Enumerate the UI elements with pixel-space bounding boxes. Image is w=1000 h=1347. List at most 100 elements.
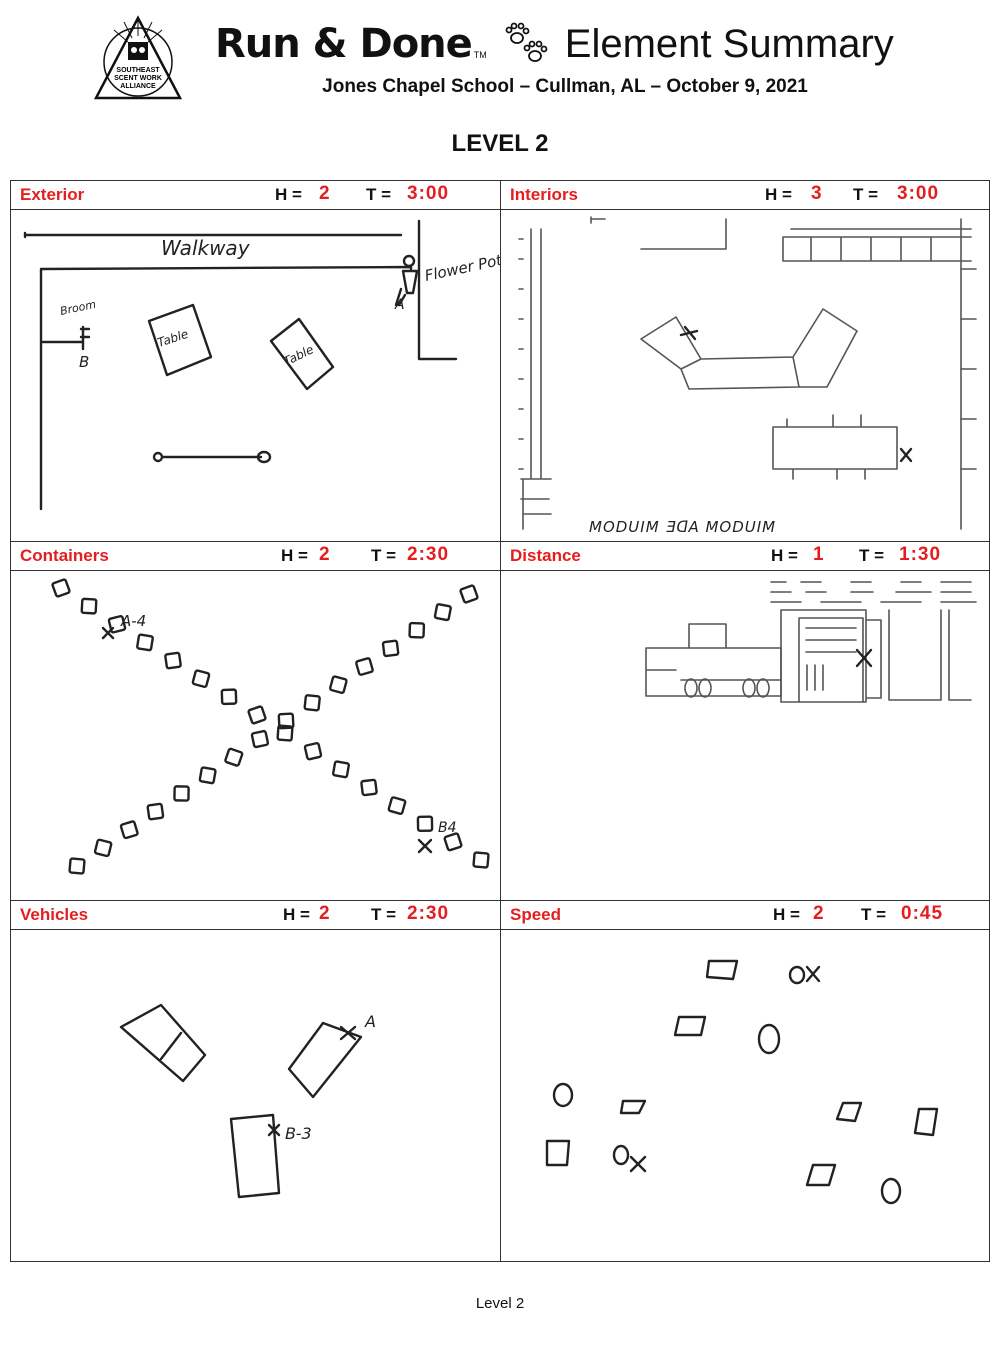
- time-label: T =: [861, 905, 887, 924]
- container-box: [136, 633, 154, 652]
- container-box: [443, 832, 463, 852]
- flower-pot-label: Flower Pot: [423, 251, 500, 285]
- speed-sketch: [501, 929, 990, 1263]
- interiors-sketch: MODUIM ƎᗡA MODUIM: [501, 209, 990, 541]
- grid-divider-vertical: [500, 181, 501, 1261]
- element-grid: Exterior H = 2 T = 3:00 Walkway Flower P…: [10, 180, 990, 1262]
- hides-value: 2: [319, 183, 330, 204]
- time-value: 3:00: [407, 183, 450, 204]
- container-box: [459, 584, 479, 604]
- element-header: Exterior H = 2 T = 3:00: [11, 181, 500, 210]
- time-value: 3:00: [897, 183, 940, 204]
- element-vehicles: Vehicles H = 2 T = 2:30 A B-3: [11, 901, 500, 1263]
- container-box: [107, 615, 127, 634]
- container-box: [433, 603, 452, 622]
- hide-b3-label: B-3: [285, 1124, 312, 1143]
- logo-line-2: SCENT WORK: [114, 75, 162, 82]
- container-box: [220, 688, 238, 706]
- containers-sketch: A-4 B4: [11, 570, 500, 900]
- container-box: [277, 712, 295, 730]
- hides-label: H =: [283, 905, 310, 924]
- summary-title: Element Summary: [564, 21, 894, 66]
- container-box: [247, 705, 267, 725]
- element-header: Interiors H = 3 T = 3:00: [501, 181, 990, 210]
- container-box: [68, 857, 86, 875]
- container-box: [224, 747, 244, 767]
- container-box: [332, 760, 350, 779]
- element-header: Containers H = 2 T = 2:30: [11, 542, 500, 571]
- element-header: Vehicles H = 2 T = 2:30: [11, 901, 500, 930]
- container-box: [198, 766, 217, 785]
- hides-value: 2: [319, 544, 330, 565]
- window-label: MODUIM ƎᗡA MODUIM: [589, 518, 776, 536]
- page-footer: Level 2: [475, 1295, 525, 1312]
- container-box: [250, 729, 270, 749]
- hides-label: H =: [281, 546, 308, 565]
- hide-a-label: A: [394, 297, 405, 313]
- element-name: Vehicles: [20, 905, 89, 924]
- element-exterior: Exterior H = 2 T = 3:00 Walkway Flower P…: [11, 181, 500, 541]
- container-box: [472, 851, 490, 869]
- hides-value: 2: [813, 903, 824, 924]
- container-box: [191, 669, 211, 688]
- brand-title: Run & Done: [215, 21, 473, 67]
- element-distance: Distance H = 1 T = 1:30: [501, 542, 990, 900]
- hide-b-label: B: [79, 353, 89, 371]
- table-1-label: Table: [156, 327, 191, 350]
- container-box: [93, 838, 113, 858]
- element-interiors: Interiors H = 3 T = 3:00 MODUIM ƎᗡA MODU…: [501, 181, 990, 541]
- container-box: [303, 694, 321, 712]
- time-label: T =: [366, 185, 392, 204]
- trial-subtitle: Jones Chapel School – Cullman, AL – Octo…: [322, 76, 808, 97]
- exterior-sketch: Walkway Flower Pot A Broom B Table Table: [11, 209, 500, 541]
- container-box: [164, 651, 182, 670]
- sswa-logo: SOUTHEAST SCENT WORK ALLIANCE: [93, 15, 183, 100]
- hides-value: 3: [811, 183, 822, 204]
- container-box: [146, 802, 165, 821]
- element-header: Distance H = 1 T = 1:30: [501, 542, 990, 571]
- container-box: [387, 796, 407, 815]
- walkway-label: Walkway: [161, 236, 251, 260]
- hides-value: 2: [319, 903, 330, 924]
- time-label: T =: [859, 546, 885, 565]
- hide-b4-label: B4: [438, 820, 457, 836]
- container-box: [360, 778, 378, 797]
- hides-label: H =: [765, 185, 792, 204]
- time-label: T =: [371, 905, 397, 924]
- hides-label: H =: [773, 905, 800, 924]
- element-name: Distance: [510, 546, 581, 565]
- time-value: 0:45: [901, 903, 944, 924]
- trademark: TM: [473, 50, 487, 60]
- hide-a4-label: A-4: [120, 612, 146, 630]
- time-value: 2:30: [407, 544, 450, 565]
- container-box: [276, 724, 294, 742]
- grid-divider-row-1: [11, 541, 989, 542]
- container-box: [51, 578, 71, 598]
- logo-line-1: SOUTHEAST: [116, 67, 160, 74]
- element-name: Speed: [510, 905, 562, 924]
- table-2-label: Table: [281, 342, 316, 369]
- vehicles-sketch: A B-3: [11, 929, 500, 1263]
- distance-sketch: [501, 570, 990, 900]
- container-box: [303, 742, 323, 761]
- time-label: T =: [371, 546, 397, 565]
- hides-value: 1: [813, 544, 824, 565]
- time-value: 1:30: [899, 544, 942, 565]
- container-box: [355, 657, 374, 676]
- container-box: [381, 639, 400, 658]
- element-name: Containers: [20, 546, 109, 565]
- grid-divider-row-2: [11, 900, 989, 901]
- container-box: [119, 820, 139, 840]
- container-box: [80, 597, 98, 615]
- element-name: Exterior: [20, 185, 85, 204]
- hides-label: H =: [275, 185, 302, 204]
- title-row: Run & Done TM Element Summary: [215, 14, 935, 74]
- element-name: Interiors: [510, 185, 579, 204]
- time-label: T =: [853, 185, 879, 204]
- element-speed: Speed H = 2 T = 0:45: [501, 901, 990, 1263]
- element-containers: Containers H = 2 T = 2:30 A-4 B4: [11, 542, 500, 900]
- level-heading: LEVEL 2: [451, 130, 549, 157]
- element-header: Speed H = 2 T = 0:45: [501, 901, 990, 930]
- container-box: [416, 815, 434, 833]
- time-value: 2:30: [407, 903, 450, 924]
